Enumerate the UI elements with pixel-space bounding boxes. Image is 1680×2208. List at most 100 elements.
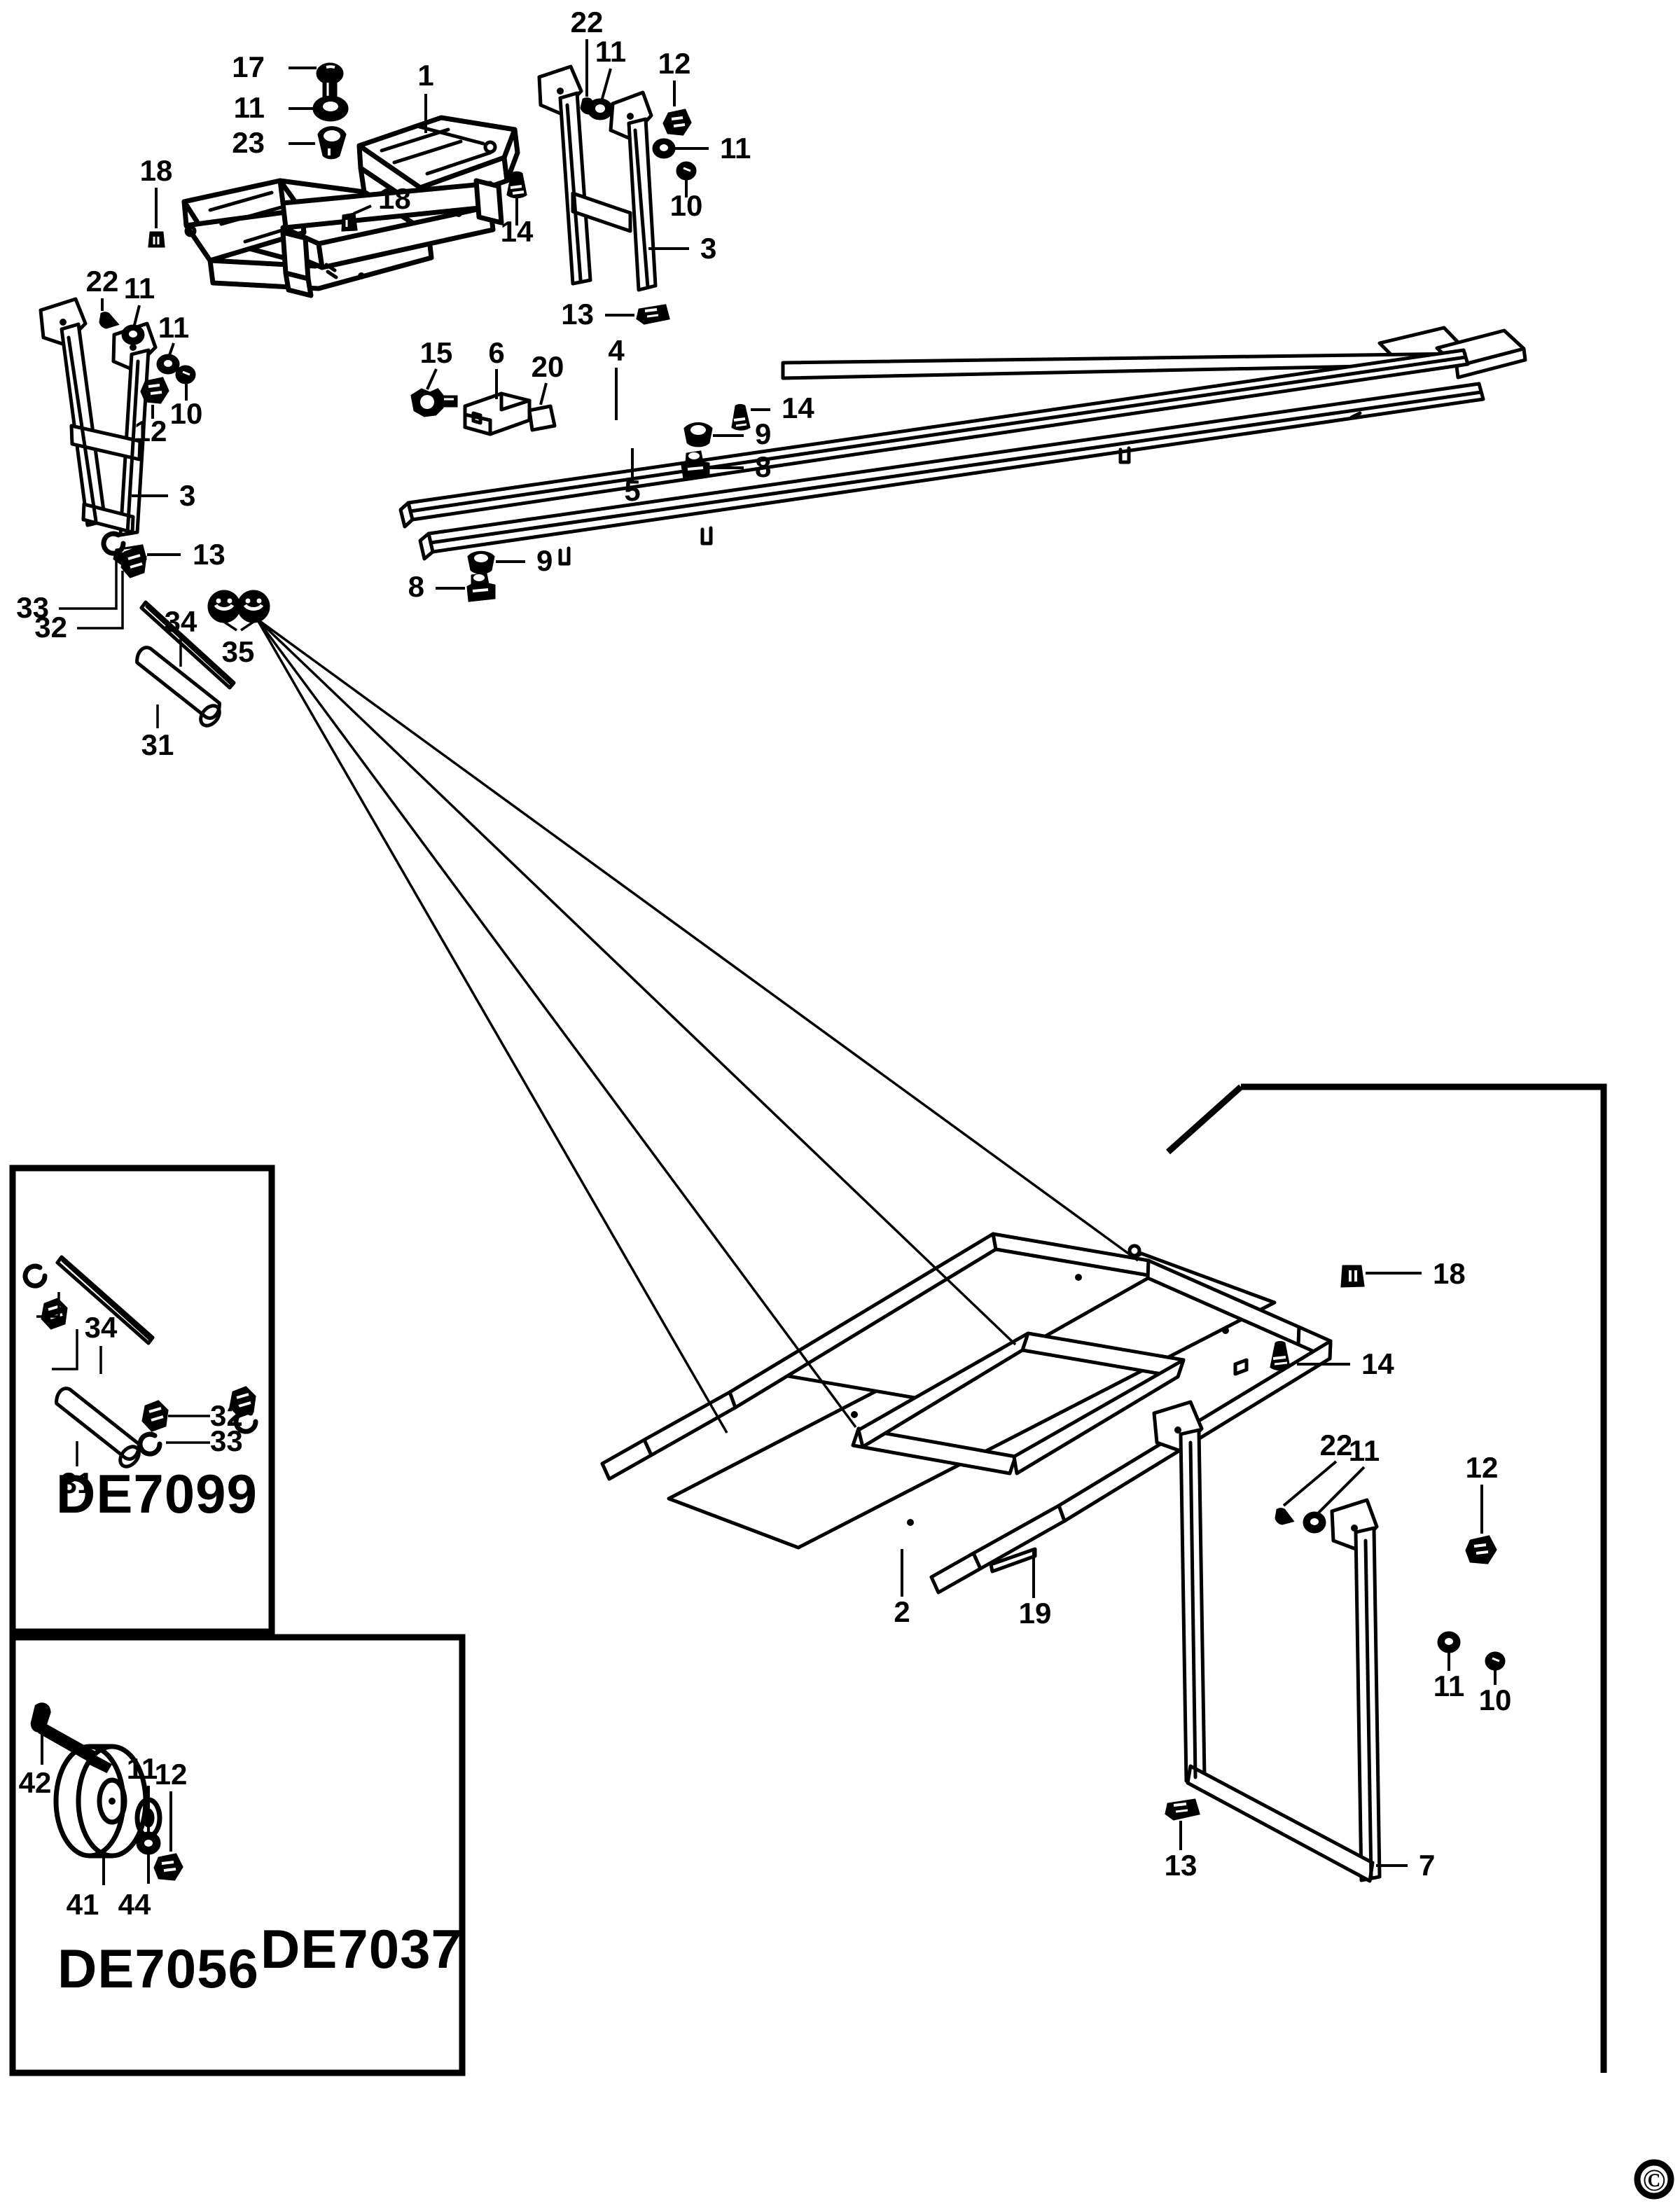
callout-18-de7037: 18 xyxy=(1433,1257,1466,1290)
callout-11-top: 11 xyxy=(234,91,265,124)
leader-35-to-frame-2 xyxy=(256,618,1017,1346)
callout-12-top-right: 12 xyxy=(658,47,691,80)
part-18-cap-mid xyxy=(341,212,358,232)
de7037-title: DE7037 xyxy=(261,1918,462,1980)
part-32-bush-bottom xyxy=(141,1400,169,1432)
de7056-title: DE7056 xyxy=(57,1938,259,1999)
callout-5: 5 xyxy=(624,474,640,507)
part-12-nut-middle-left xyxy=(140,377,169,404)
de7037-panel-chamfer xyxy=(1166,1084,1243,1155)
de7056-panel-border xyxy=(9,1634,466,2076)
part-32-bush-right xyxy=(229,1386,256,1418)
part-9-collar-lower xyxy=(467,550,495,574)
part-4-upper-rail xyxy=(398,348,1470,529)
callout-19: 19 xyxy=(1019,1597,1052,1630)
de7037-panel-top-edge xyxy=(1241,1083,1607,2073)
part-2-side-frame xyxy=(600,1232,1333,1595)
callout-12-bottom-right: 12 xyxy=(1466,1451,1499,1484)
copyright-mark: © xyxy=(1634,2159,1674,2200)
leader-15 xyxy=(426,368,438,390)
callout-41: 41 xyxy=(67,1888,99,1921)
leader-35-to-frame-1 xyxy=(256,618,1139,1262)
callout-8-upper: 8 xyxy=(755,450,771,483)
callout-3-top-right: 3 xyxy=(700,232,716,265)
part-14-cone-top xyxy=(506,171,527,199)
part-11-washer-middle-left-2 xyxy=(156,354,180,375)
part-3-leg-top-right xyxy=(537,64,658,292)
callout-12-de7056: 12 xyxy=(155,1758,188,1791)
callout-15: 15 xyxy=(420,336,453,369)
callout-7: 7 xyxy=(1419,1849,1435,1882)
part-33-clip-upper xyxy=(101,531,126,556)
part-23-bushing xyxy=(317,126,347,160)
callout-20: 20 xyxy=(532,350,564,383)
part-3-leg-middle-left xyxy=(39,297,158,537)
leader-11-middle-left-2 xyxy=(167,342,175,358)
part-11-washer-de7056 xyxy=(136,1831,161,1855)
callout-44: 44 xyxy=(118,1888,151,1921)
part-11-washer-top xyxy=(312,95,349,122)
callout-11-middle-left-2: 11 xyxy=(158,311,189,344)
callout-11-bottom-right: 11 xyxy=(1349,1434,1380,1467)
part-34-shaft-lower xyxy=(55,1255,155,1345)
callout-2: 2 xyxy=(894,1595,910,1628)
part-31-tube-lower xyxy=(55,1387,141,1468)
callout-11-bottom-right-2: 11 xyxy=(1433,1669,1464,1702)
part-22-rivet-bottom-right xyxy=(1275,1508,1295,1525)
part-32-bush-upper xyxy=(120,546,147,578)
part-20-wedge xyxy=(527,404,557,432)
callout-10-middle-left: 10 xyxy=(170,397,203,430)
callout-6: 6 xyxy=(488,336,504,369)
de7099-panel-border xyxy=(9,1165,275,1635)
leader-20 xyxy=(539,382,548,405)
callout-10-bottom-right: 10 xyxy=(1479,1683,1512,1716)
de7056-contents: 42 41 44 11 xyxy=(19,1702,259,1999)
callout-14-de7037: 14 xyxy=(1361,1347,1394,1380)
middle-left-leg-assembly: 22 11 11 12 10 3 xyxy=(39,265,225,571)
part-10-nut-bottom-right xyxy=(1485,1651,1506,1671)
bottom-right-leg-assembly: 22 11 12 11 10 7 xyxy=(1152,1400,1512,1883)
callout-42: 42 xyxy=(19,1766,52,1799)
leader-35-to-frame-4 xyxy=(256,618,728,1433)
part-5-lower-rail xyxy=(418,382,1485,566)
part-42-wheel-bolt xyxy=(30,1702,113,1773)
part-22-rivet-middle-left xyxy=(99,312,120,329)
part-14-cone-rail xyxy=(731,403,751,431)
callout-9-upper: 9 xyxy=(755,417,771,450)
part-34-shaft-upper xyxy=(139,600,236,690)
leader-11-middle-left xyxy=(132,305,141,328)
leader-35-b xyxy=(240,620,254,632)
leader-35-a xyxy=(223,620,237,632)
part-32-bush-left xyxy=(41,1298,68,1330)
part-8-stud-lower xyxy=(466,572,496,602)
callout-34-lower: 34 xyxy=(85,1311,118,1344)
callout-11-top-right-2: 11 xyxy=(720,132,751,165)
main-frame-assembly: 17 11 23 1 18 1 xyxy=(140,50,534,298)
callout-1: 1 xyxy=(417,59,433,92)
leader-32-upper xyxy=(77,571,124,630)
part-14-cone-de7037 xyxy=(1270,1340,1291,1371)
rail-assembly: 4 5 15 6 xyxy=(398,326,1527,603)
callout-9-lower: 9 xyxy=(536,544,553,577)
callout-13-middle-left: 13 xyxy=(193,538,225,571)
callout-11-de7056: 11 xyxy=(127,1752,158,1785)
callout-18-left: 18 xyxy=(140,154,173,187)
part-7-leg xyxy=(1152,1400,1382,1883)
leader-18-mid xyxy=(353,204,372,215)
callout-10-top-right: 10 xyxy=(670,189,703,222)
part-10-nut-middle-left xyxy=(175,365,196,384)
de7099-contents: 35 34 31 32 33 xyxy=(16,531,1139,1525)
part-18-cap-left xyxy=(148,231,165,248)
part-12-nut-de7056 xyxy=(153,1853,183,1881)
part-15-knob xyxy=(410,388,458,417)
callout-33-upper: 33 xyxy=(16,591,49,624)
part-31-tube-upper xyxy=(135,646,221,728)
callout-17: 17 xyxy=(232,50,265,83)
callout-22-bottom-right: 22 xyxy=(1320,1429,1353,1461)
leader-35-to-frame-3 xyxy=(256,618,857,1429)
part-10-nut-top-right xyxy=(676,161,697,181)
part-33-clip-right xyxy=(233,1409,258,1434)
callout-14-top: 14 xyxy=(501,215,534,248)
callout-32-lower: 32 xyxy=(210,1399,243,1432)
